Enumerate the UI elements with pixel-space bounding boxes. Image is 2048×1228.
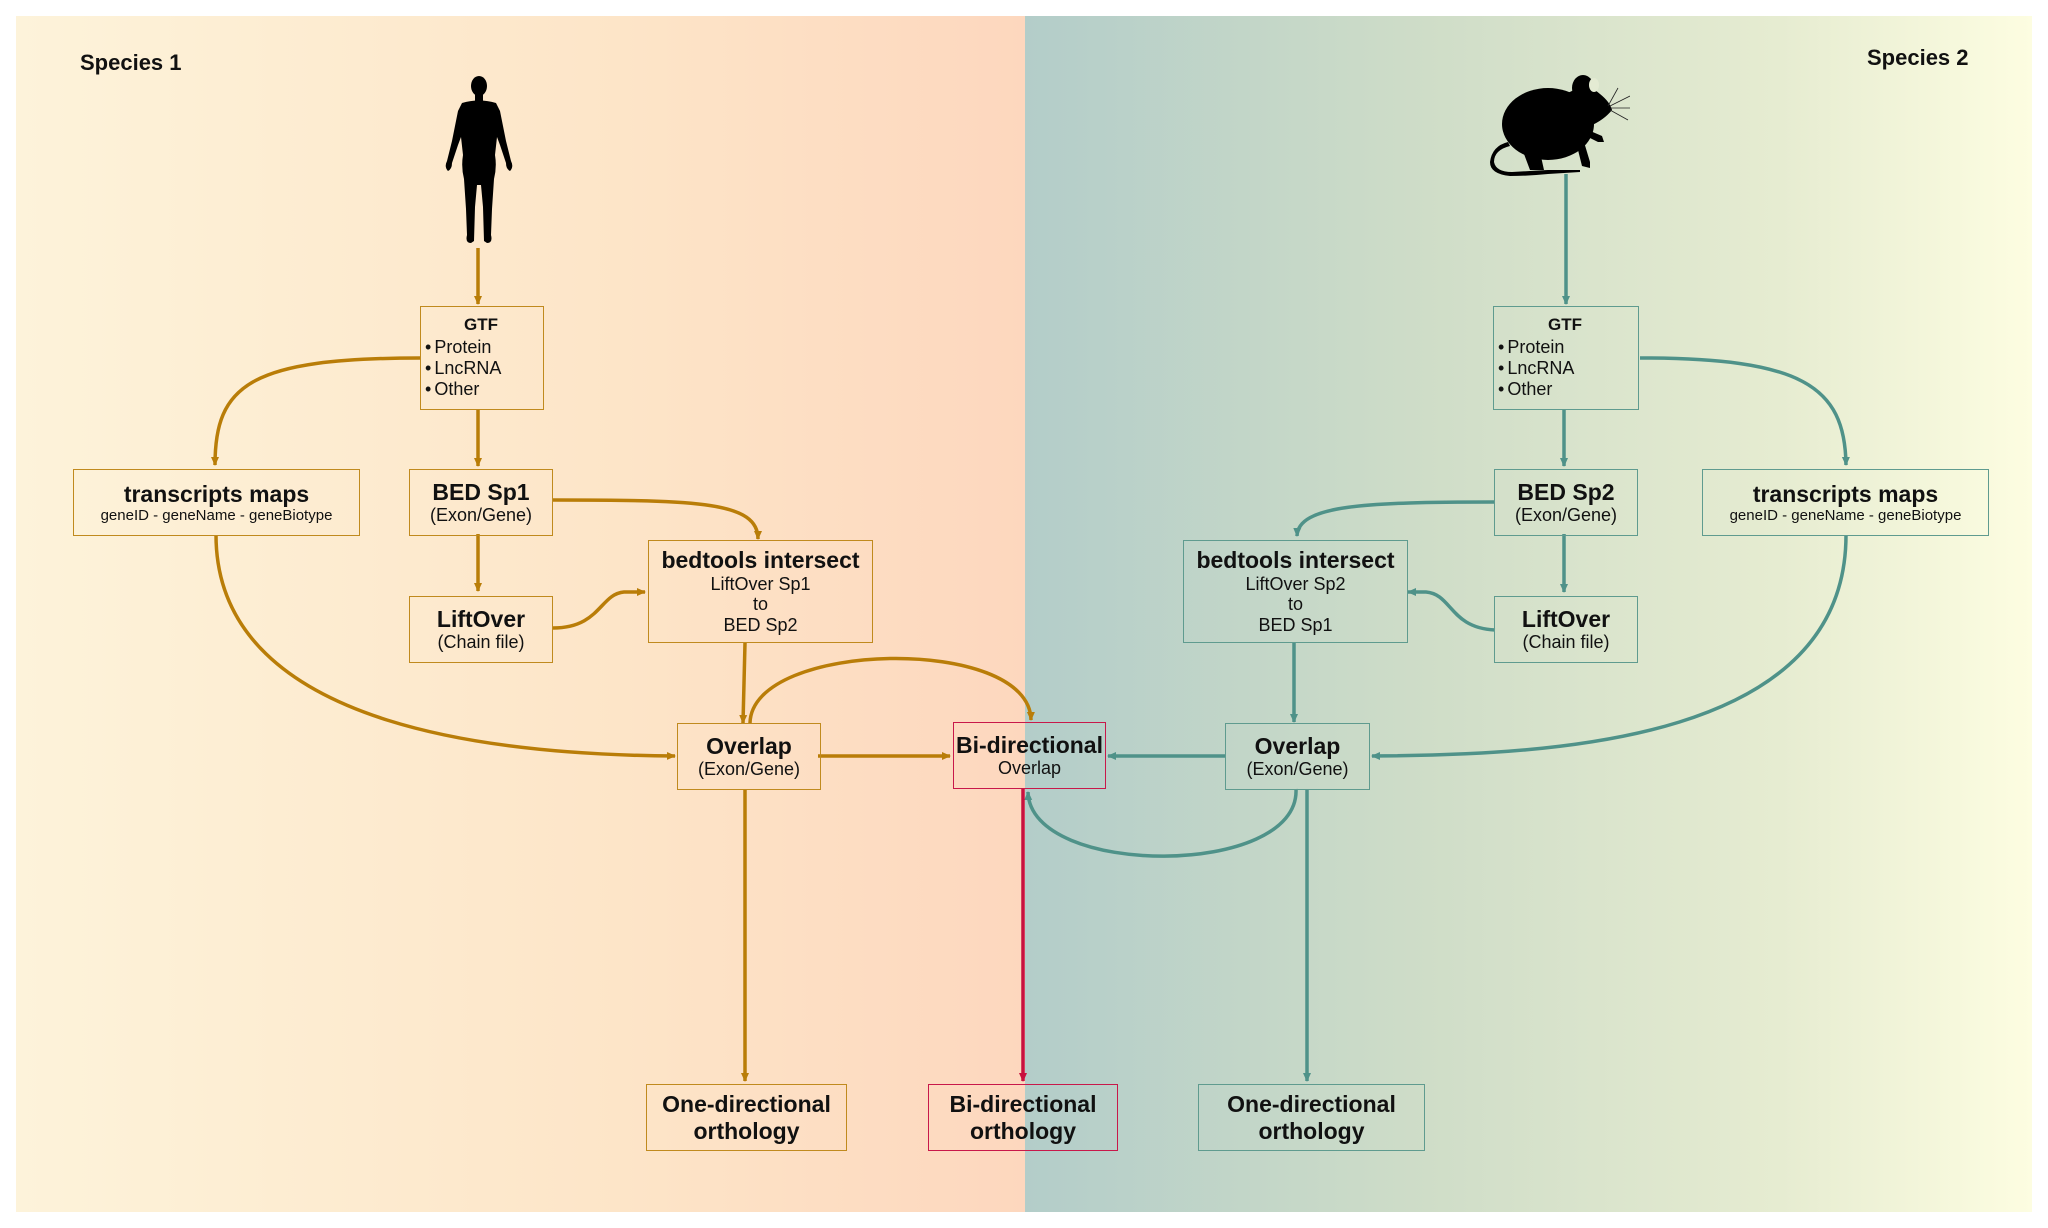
intersect-title: bedtools intersect (661, 547, 860, 574)
transcripts-maps-subtitle: geneID - geneName - geneBiotype (1729, 507, 1962, 525)
bed-box-sp1: BED Sp1 (Exon/Gene) (409, 469, 553, 536)
transcripts-maps-box-sp1: transcripts maps geneID - geneName - gen… (73, 469, 360, 536)
bi-result-line1: Bi-directional (949, 1091, 1097, 1118)
bedtools-intersect-box-sp1: bedtools intersect LiftOver Sp1 to BED S… (648, 540, 873, 643)
mouse-silhouette-icon (1490, 75, 1630, 176)
arrow-gtf-to-transcripts-sp1 (211, 356, 421, 466)
result-line2: orthology (693, 1117, 800, 1144)
bed-subtitle: (Exon/Gene) (429, 505, 533, 526)
intersect-line1: LiftOver Sp1 (710, 573, 811, 594)
liftover-title: LiftOver (1521, 605, 1611, 632)
intersect-line1: LiftOver Sp2 (1245, 573, 1346, 594)
gtf-item-other: Other (425, 379, 479, 400)
gtf-item-protein: Protein (425, 337, 491, 358)
gtf-box-sp1: GTF Protein LncRNA Other (420, 306, 544, 410)
gtf-box-sp2: GTF Protein LncRNA Other (1493, 306, 1639, 410)
result-line1: One-directional (662, 1091, 831, 1118)
arrow-gtf-to-transcripts-sp2 (1639, 356, 1850, 466)
overlap-subtitle: (Exon/Gene) (1246, 759, 1349, 780)
arrow-overlap-loop-to-bi-sp2 (1024, 788, 1298, 858)
arrow-bed-to-intersect-sp1 (552, 498, 762, 540)
species1-panel (16, 16, 1025, 1212)
arrow-liftover-to-intersect-sp1 (552, 588, 646, 630)
arrow-transcripts-to-overlap-sp1 (214, 534, 676, 760)
arrow-bed-to-intersect-sp2 (1293, 500, 1496, 537)
gtf-item-lncrna: LncRNA (1498, 358, 1574, 379)
bed-box-sp2: BED Sp2 (Exon/Gene) (1494, 469, 1638, 536)
species2-label: Species 2 (1867, 45, 1969, 70)
species2-panel (1025, 16, 2032, 1212)
gtf-item-other: Other (1498, 379, 1552, 400)
bed-title: BED Sp1 (432, 478, 530, 505)
bed-subtitle: (Exon/Gene) (1514, 505, 1618, 526)
bi-directional-orthology-box: Bi-directional orthology (928, 1084, 1118, 1151)
human-silhouette-icon (445, 76, 513, 243)
bed-title: BED Sp2 (1517, 478, 1615, 505)
liftover-title: LiftOver (436, 605, 526, 632)
bi-result-line2: orthology (969, 1117, 1077, 1144)
arrow-overlap-loop-to-bi (748, 656, 1035, 724)
overlap-box-sp1: Overlap (Exon/Gene) (677, 723, 821, 790)
liftover-box-sp2: LiftOver (Chain file) (1494, 596, 1638, 663)
liftover-box-sp1: LiftOver (Chain file) (409, 596, 553, 663)
overlap-title: Overlap (1254, 732, 1341, 759)
overlap-subtitle: (Exon/Gene) (697, 759, 801, 780)
species1-label: Species 1 (80, 50, 182, 75)
one-directional-orthology-box-sp1: One-directional orthology (646, 1084, 847, 1151)
overlap-title: Overlap (706, 732, 792, 759)
bi-overlap-title: Bi-directional (956, 731, 1103, 758)
arrow-transcripts-to-overlap-sp2 (1371, 534, 1848, 760)
intersect-title: bedtools intersect (1196, 547, 1395, 574)
transcripts-maps-title: transcripts maps (1752, 480, 1939, 507)
intersect-line2: to (1287, 594, 1303, 615)
overlap-box-sp2: Overlap (Exon/Gene) (1225, 723, 1370, 790)
gtf-title: GTF (464, 315, 498, 334)
bi-overlap-subtitle: Overlap (997, 758, 1062, 779)
intersect-line2: to (752, 594, 768, 615)
arrow-intersect-to-overlap-sp1 (739, 642, 748, 724)
transcripts-maps-title: transcripts maps (123, 480, 310, 507)
gtf-title: GTF (1548, 315, 1582, 334)
liftover-subtitle: (Chain file) (1522, 632, 1610, 653)
intersect-line3: BED Sp2 (723, 615, 798, 636)
arrow-liftover-to-intersect-sp2 (1407, 588, 1496, 632)
result-line1: One-directional (1227, 1091, 1396, 1118)
result-line2: orthology (1258, 1117, 1365, 1144)
bi-directional-overlap-box: Bi-directional Overlap (953, 722, 1106, 789)
liftover-subtitle: (Chain file) (437, 632, 525, 653)
gtf-item-protein: Protein (1498, 337, 1564, 358)
intersect-line3: BED Sp1 (1258, 615, 1333, 636)
one-directional-orthology-box-sp2: One-directional orthology (1198, 1084, 1425, 1151)
gtf-item-lncrna: LncRNA (425, 358, 501, 379)
transcripts-maps-subtitle: geneID - geneName - geneBiotype (100, 507, 333, 525)
bedtools-intersect-box-sp2: bedtools intersect LiftOver Sp2 to BED S… (1183, 540, 1408, 643)
transcripts-maps-box-sp2: transcripts maps geneID - geneName - gen… (1702, 469, 1989, 536)
